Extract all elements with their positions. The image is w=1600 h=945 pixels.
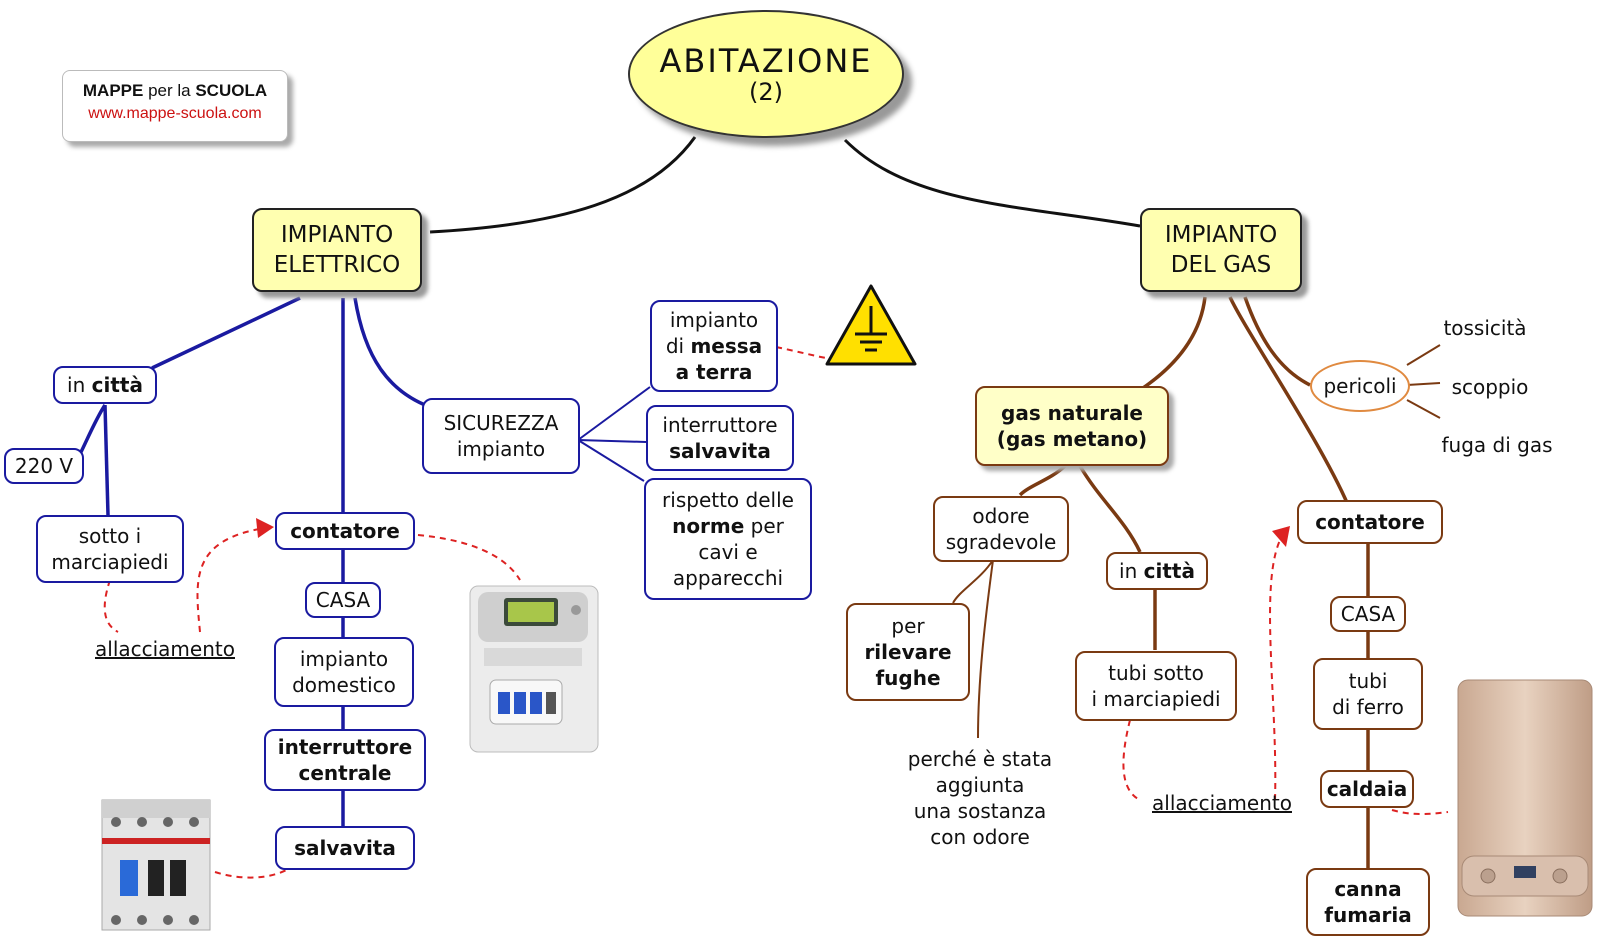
gas-naturale-node[interactable]: gas naturale(gas metano): [975, 386, 1169, 466]
salvavita-node[interactable]: salvavita: [275, 826, 415, 870]
contatore-elettrico-node[interactable]: contatore: [275, 512, 415, 550]
logo-url[interactable]: www.mappe-scuola.com: [88, 105, 262, 122]
tossicita-label: tossicità: [1443, 316, 1527, 340]
fuga-di-gas-label: fuga di gas: [1441, 433, 1553, 457]
ground-warning-icon: [825, 284, 917, 366]
logo-brand: MAPPE per la SCUOLA: [82, 81, 268, 100]
pericoli-node[interactable]: pericoli: [1310, 360, 1410, 412]
electric-meter-image: [469, 585, 599, 753]
in-citta-node[interactable]: in città: [53, 366, 157, 404]
page-title: ABITAZIONE: [659, 42, 873, 80]
contatore-gas-node[interactable]: contatore: [1297, 500, 1443, 544]
casa-gas-node[interactable]: CASA: [1330, 596, 1406, 632]
rispetto-norme-node[interactable]: rispetto delle norme per cavi e apparecc…: [644, 478, 812, 600]
volt-node[interactable]: 220 V: [4, 448, 84, 484]
allacciamento-gas-label: allacciamento: [1152, 791, 1292, 815]
page-subtitle: (2): [749, 78, 783, 106]
allacciamento-elettrico-label: allacciamento: [95, 637, 235, 661]
casa-elettrico-node[interactable]: CASA: [305, 582, 381, 618]
title-ellipse: ABITAZIONE (2): [628, 10, 904, 138]
in-citta-gas-node[interactable]: in città: [1106, 552, 1208, 590]
logo-card[interactable]: MAPPE per la SCUOLA www.mappe-scuola.com: [62, 70, 288, 142]
scoppio-label: scoppio: [1451, 375, 1529, 399]
caldaia-node[interactable]: caldaia: [1320, 770, 1414, 808]
boiler-image: [1457, 679, 1593, 917]
messa-a-terra-node[interactable]: impianto di messa a terra: [650, 300, 778, 392]
circuit-breaker-image: [101, 799, 211, 931]
